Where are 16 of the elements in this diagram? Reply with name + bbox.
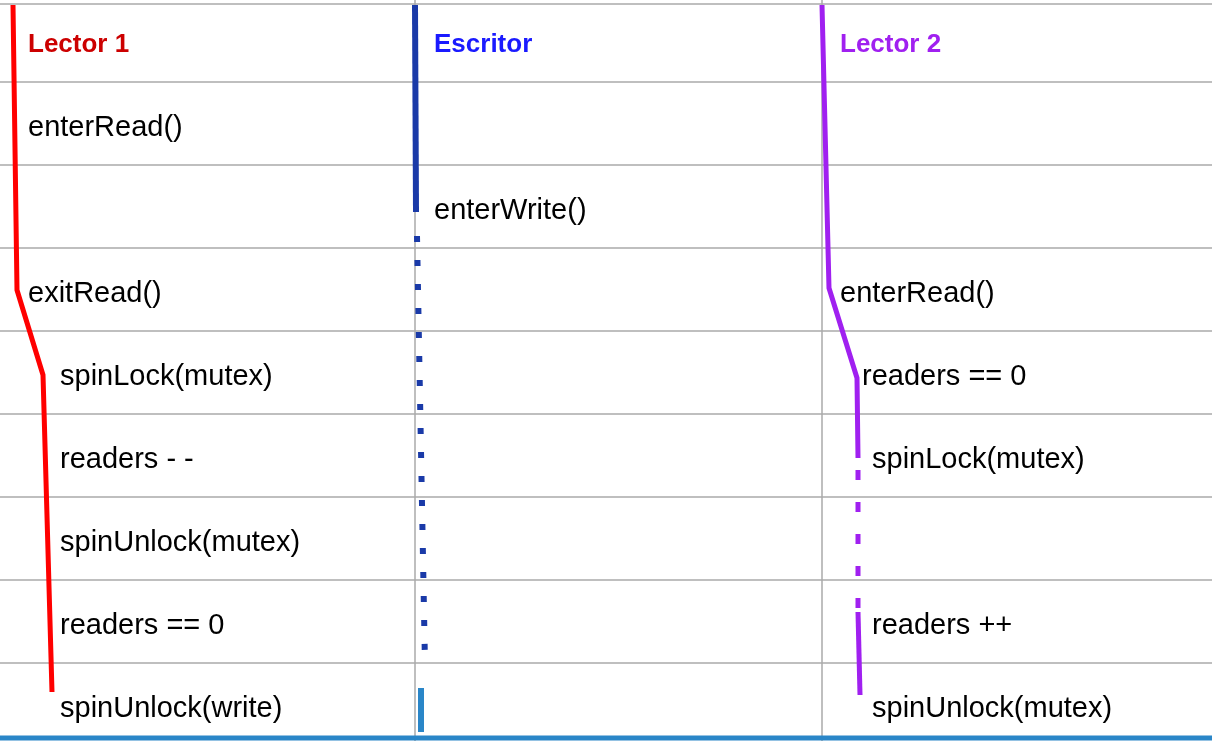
column-heading: Lector 1: [28, 27, 130, 60]
code-line: enterRead(): [840, 275, 995, 310]
code-line: spinUnlock(mutex): [60, 524, 301, 559]
code-line: spinUnlock(write): [60, 690, 283, 725]
column-heading: Escritor: [434, 27, 533, 60]
column-heading: Lector 2: [840, 27, 942, 60]
code-line: enterWrite(): [434, 192, 587, 227]
code-line: exitRead(): [28, 275, 162, 310]
code-line: spinLock(mutex): [872, 441, 1085, 476]
code-line: enterRead(): [28, 109, 183, 144]
code-line: spinUnlock(mutex): [872, 690, 1113, 725]
code-line: readers - -: [60, 441, 194, 476]
code-line: readers == 0: [862, 358, 1027, 393]
code-line: readers == 0: [60, 607, 225, 642]
code-line: readers ++: [872, 607, 1013, 642]
code-line: spinLock(mutex): [60, 358, 273, 393]
